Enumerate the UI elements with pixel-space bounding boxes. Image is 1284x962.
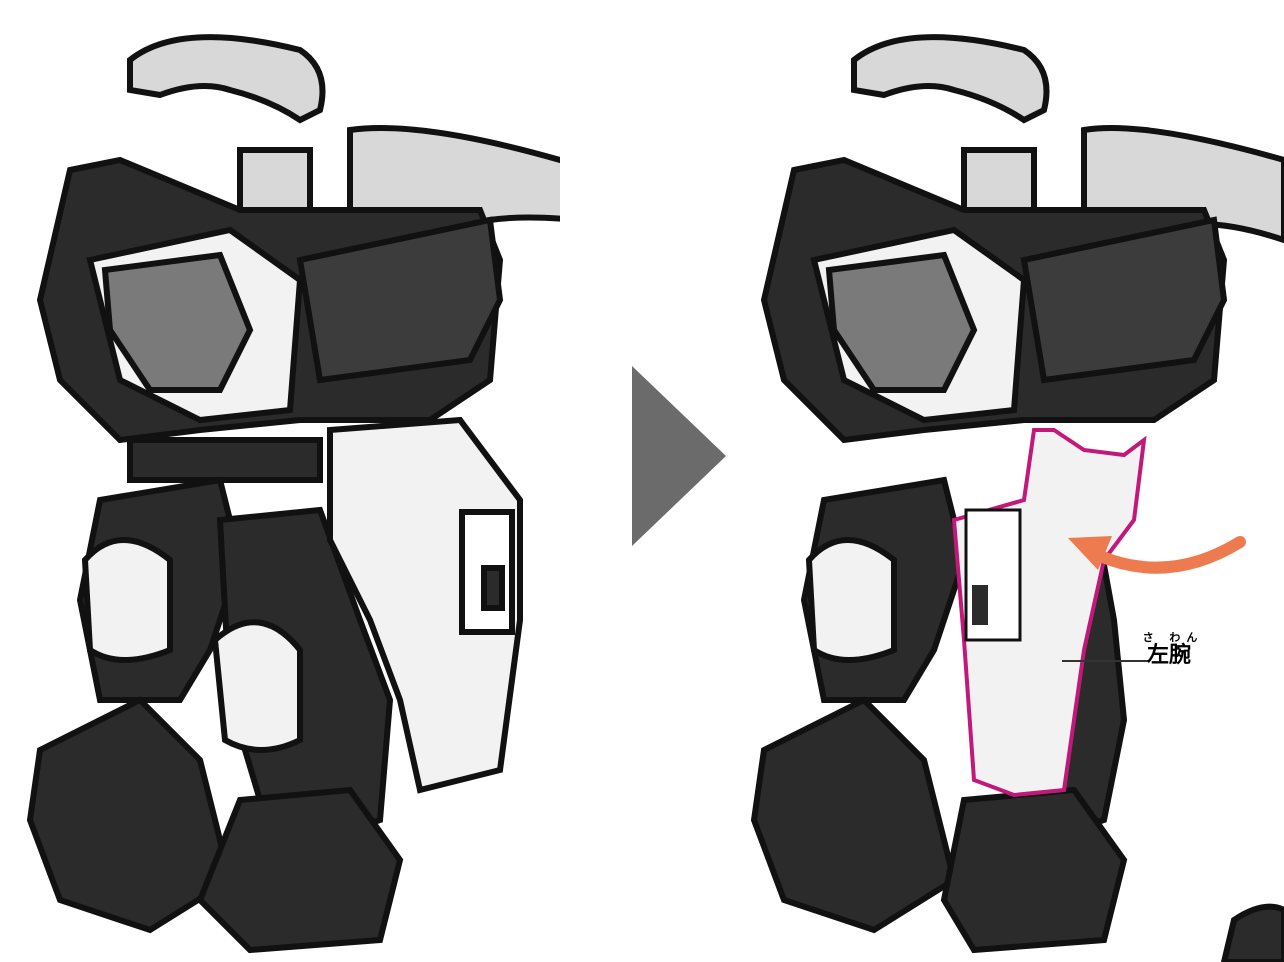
step-arrow-icon (632, 366, 726, 546)
robot-after-illustration (724, 0, 1284, 962)
motion-curved-arrow-icon (1060, 520, 1250, 590)
part-label: 左腕 (1124, 644, 1214, 668)
part-annotation: さ わん 左腕 (1124, 632, 1214, 668)
robot-before-figure (0, 0, 560, 962)
robot-before-illustration (0, 0, 560, 962)
robot-after-figure (724, 0, 1284, 962)
